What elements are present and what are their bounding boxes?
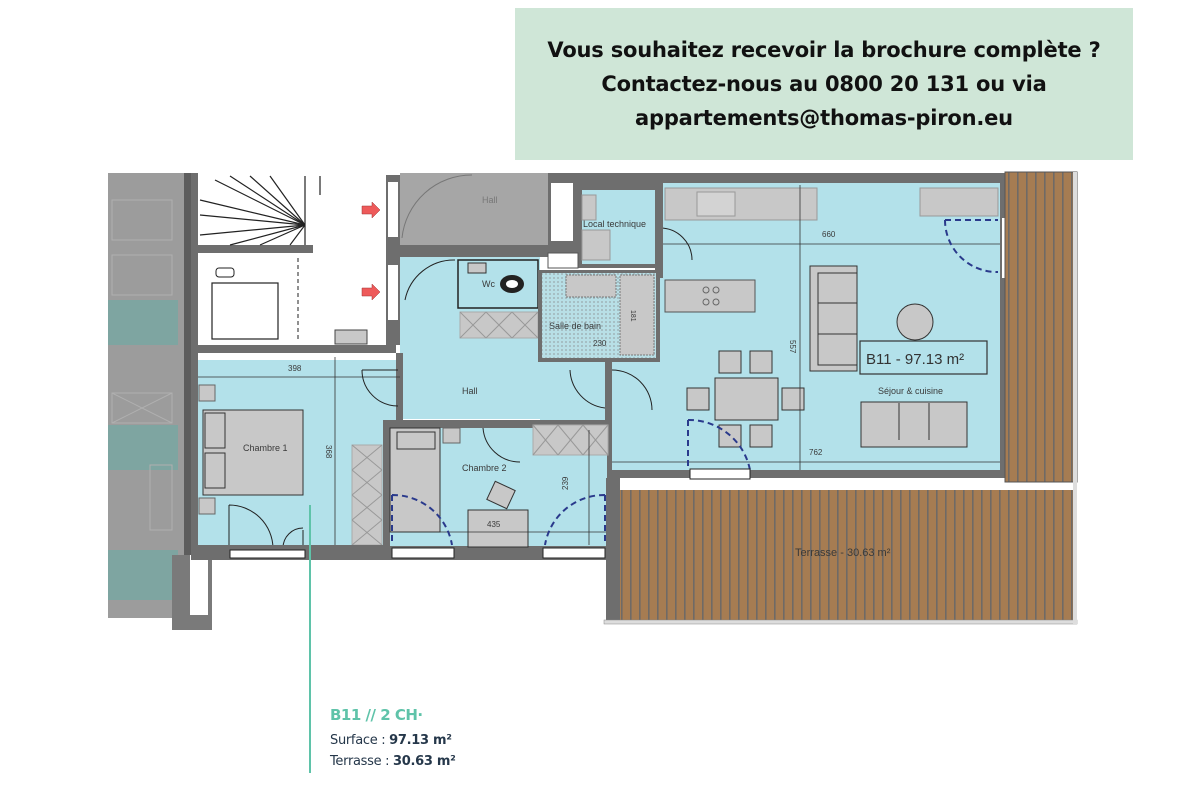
surface-label: Surface : (330, 733, 390, 748)
dim-230: 230 (593, 339, 607, 348)
dim-398: 398 (288, 364, 302, 373)
label-chambre-2: Chambre 2 (462, 463, 507, 473)
dim-239: 239 (561, 476, 570, 490)
label-terrasse: Terrasse - 30.63 m² (795, 547, 891, 559)
label-sejour-cuisine: Séjour & cuisine (878, 386, 943, 396)
label-salle-de-bain: Salle de bain (549, 321, 601, 331)
room-wc (457, 259, 539, 309)
dim-557: 557 (788, 340, 797, 354)
stairwell (191, 173, 400, 353)
unit-terrasse: Terrasse : 30.63 m² (330, 751, 456, 772)
unit-title: B11 // 2 CH· (330, 706, 423, 724)
unit-pointer-line (309, 505, 311, 773)
room-labels: Hall Local technique Wc Salle de bain Ha… (243, 195, 964, 559)
brochure-contact-banner: Vous souhaitez recevoir la brochure comp… (515, 8, 1133, 160)
entry-arrow-icon (361, 283, 381, 301)
unit-surface: Surface : 97.13 m² (330, 730, 456, 751)
dim-435: 435 (487, 520, 501, 529)
room-chambre-1 (191, 353, 611, 560)
room-salle-de-bain (538, 270, 660, 362)
entry-arrow-icon (361, 201, 381, 219)
label-wc: Wc (482, 279, 495, 289)
terrace (603, 171, 1078, 625)
room-sejour-cuisine (578, 173, 1018, 480)
terrasse-label: Terrasse : (330, 754, 394, 769)
banner-question: Vous souhaitez recevoir la brochure comp… (547, 38, 1101, 62)
dim-368: 368 (324, 445, 333, 459)
dim-660: 660 (822, 230, 836, 239)
label-hall-common: Hall (482, 195, 498, 205)
surface-value: 97.13 m² (389, 733, 452, 748)
label-hall-unit: Hall (462, 386, 478, 396)
label-local-technique: Local technique (583, 219, 646, 229)
room-local-technique (547, 183, 693, 269)
label-chambre-1: Chambre 1 (243, 443, 288, 453)
room-hall-common (400, 173, 580, 257)
room-chambre-2 (383, 420, 610, 559)
terrasse-value: 30.63 m² (393, 754, 456, 769)
banner-email[interactable]: appartements@thomas-piron.eu (635, 106, 1013, 130)
dim-181: 181 (629, 310, 636, 322)
unit-area-tag: B11 - 97.13 m² (866, 351, 964, 368)
dim-762: 762 (809, 448, 823, 457)
unit-info: B11 // 2 CH· Surface : 97.13 m² Terrasse… (330, 706, 456, 772)
neighbor-unit-left (108, 173, 212, 630)
banner-phone: Contactez-nous au 0800 20 131 ou via (601, 72, 1047, 96)
